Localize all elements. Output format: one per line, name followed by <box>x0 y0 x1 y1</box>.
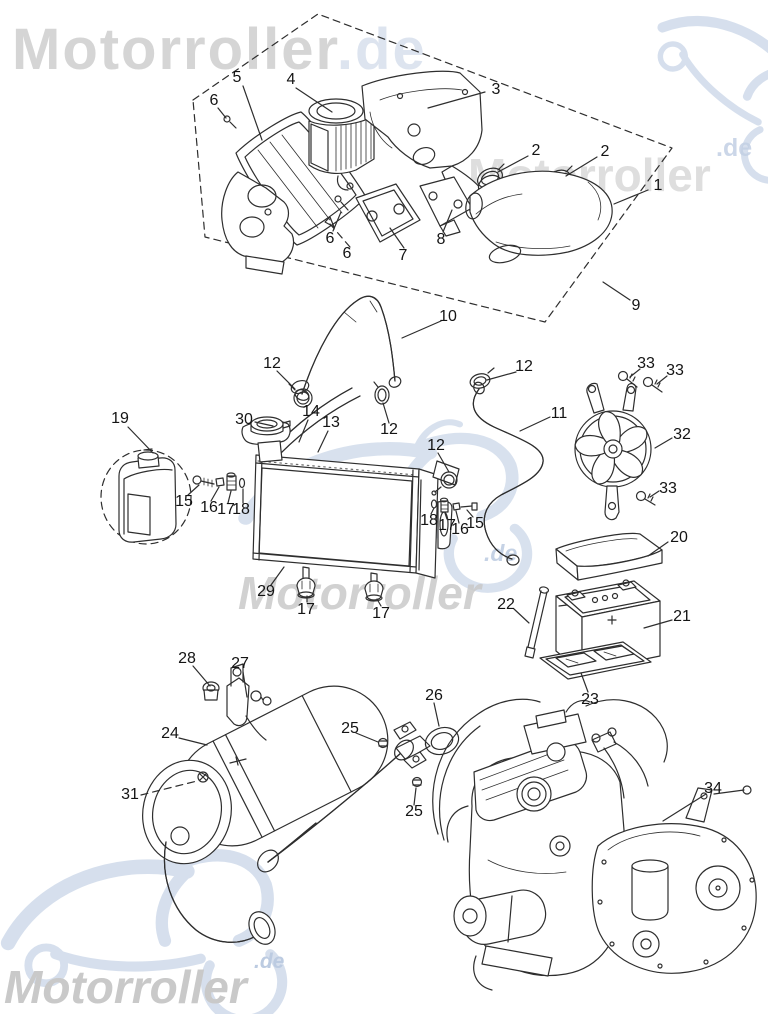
exhaust-gasket-26 <box>424 726 460 756</box>
overflow-hoses-13-14 <box>273 387 361 454</box>
callout-31: 31 <box>121 786 139 803</box>
callout-16: 16 <box>200 499 218 516</box>
engine-assembly <box>432 698 757 991</box>
callout-19: 19 <box>111 410 129 427</box>
callout-5: 5 <box>232 69 242 86</box>
callout-26: 26 <box>425 687 443 704</box>
hose-clamp-12 <box>288 379 390 408</box>
overflow-tank <box>100 448 192 545</box>
callout-10: 10 <box>439 308 457 325</box>
radiator-hose-10 <box>294 295 402 401</box>
exhaust-nut-25 <box>377 737 423 788</box>
callout-25: 25 <box>405 803 423 820</box>
callout-23: 23 <box>581 691 599 708</box>
callout-12: 12 <box>263 355 281 372</box>
battery-drain-tube <box>524 586 550 659</box>
callout-2: 2 <box>531 142 541 159</box>
screw-6 <box>223 115 349 228</box>
callout-29: 29 <box>257 583 275 600</box>
muffler <box>142 685 389 865</box>
battery-cover <box>555 532 663 581</box>
callout-15: 15 <box>175 493 193 510</box>
battery-mat <box>539 641 652 680</box>
radiator <box>241 416 453 589</box>
callout-20: 20 <box>670 529 688 546</box>
hardware-left-15-18 <box>192 472 246 491</box>
callout-14: 14 <box>302 403 320 420</box>
air-filter-element <box>308 98 375 191</box>
assembly-boundary <box>192 13 673 323</box>
leader-lines <box>127 85 707 822</box>
mount-plate-8 <box>419 176 473 237</box>
mount-plate-7 <box>355 183 421 243</box>
callout-3: 3 <box>491 81 501 98</box>
callout-16: 16 <box>451 521 469 538</box>
cap-nut-28 <box>202 681 220 701</box>
callout-4: 4 <box>286 71 296 88</box>
callout-34: 34 <box>704 780 722 797</box>
callout-27: 27 <box>231 655 249 672</box>
callout-32: 32 <box>673 426 691 443</box>
cooling-fan <box>574 382 652 521</box>
callout-28: 28 <box>178 650 196 667</box>
callout-17: 17 <box>217 501 235 518</box>
callout-12: 12 <box>515 358 533 375</box>
muffler-bracket-27 <box>226 663 272 741</box>
callout-33: 33 <box>666 362 684 379</box>
callout-11: 11 <box>550 405 568 422</box>
exhaust-elbow <box>163 841 276 945</box>
callout-18: 18 <box>232 501 250 518</box>
callout-30: 30 <box>235 411 253 428</box>
callout-6: 6 <box>209 92 219 109</box>
callout-9: 9 <box>631 297 641 314</box>
callout-6: 6 <box>342 245 352 262</box>
callout-25: 25 <box>341 720 359 737</box>
callout-33: 33 <box>637 355 655 372</box>
callout-7: 7 <box>398 247 408 264</box>
callout-18: 18 <box>420 512 438 529</box>
radiator-mount-17 <box>296 577 384 602</box>
callout-12: 12 <box>427 437 445 454</box>
callout-13: 13 <box>322 414 340 431</box>
callout-17: 17 <box>372 605 390 622</box>
callout-15: 15 <box>466 515 484 532</box>
callout-12: 12 <box>380 421 398 438</box>
callout-8: 8 <box>436 231 446 248</box>
callout-17: 17 <box>297 601 315 618</box>
radiator-hose-11 <box>431 367 544 566</box>
callout-2: 2 <box>600 143 610 160</box>
air-cleaner-cover <box>221 111 367 275</box>
intake-duct <box>465 170 613 264</box>
callout-33: 33 <box>659 480 677 497</box>
callout-1: 1 <box>653 177 663 194</box>
fan-bolt-33 <box>617 370 663 506</box>
callout-22: 22 <box>497 596 515 613</box>
callout-21: 21 <box>673 608 691 625</box>
callout-6: 6 <box>325 230 335 247</box>
callout-17: 17 <box>438 517 456 534</box>
exhaust-header-pipe <box>257 721 431 873</box>
callout-24: 24 <box>161 725 179 742</box>
